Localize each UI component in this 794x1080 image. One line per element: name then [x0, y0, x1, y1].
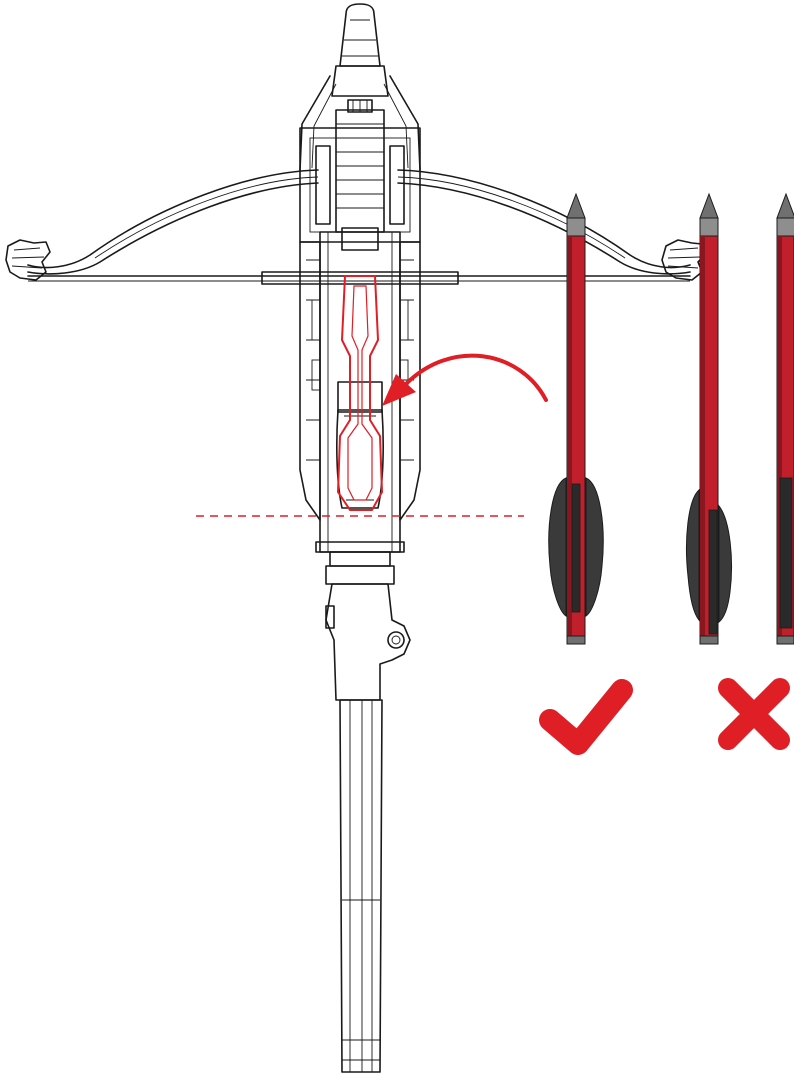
left-cam [5, 239, 51, 281]
barrel [299, 227, 421, 567]
insertion-arrow [382, 353, 548, 406]
bolt-vane-right [585, 477, 604, 617]
bolt-tip [776, 192, 794, 219]
stock [325, 565, 411, 1073]
bolt-vane-center [571, 483, 581, 613]
bolt-tip-collar [566, 217, 586, 237]
bolt-vane-right [718, 504, 732, 624]
bolt-tip-collar [776, 217, 794, 237]
bolt-nock [566, 635, 586, 645]
bolt-nock [699, 635, 719, 645]
bolt-tip [699, 192, 719, 219]
bolt-correct [548, 192, 604, 645]
front-stirrup [299, 3, 421, 171]
riser [299, 99, 421, 243]
bow-string [27, 271, 691, 285]
cross-mark-icon [718, 678, 790, 750]
flight-groove-highlight [337, 275, 383, 511]
bolt-vane-left [548, 477, 567, 617]
bolt-vane-center [779, 477, 793, 629]
bolt-vane-center [708, 509, 718, 635]
bolt-incorrect [686, 192, 732, 645]
crossbow-limbs [27, 169, 691, 275]
crossbow [5, 3, 707, 1073]
check-mark-icon [539, 679, 633, 755]
bolt-tip-collar [699, 217, 719, 237]
bolt-partial [776, 192, 794, 645]
bolt-vane-left [686, 488, 700, 622]
bolt-tip [566, 192, 586, 219]
right-cam [661, 239, 707, 281]
bolt-nock [776, 635, 794, 645]
